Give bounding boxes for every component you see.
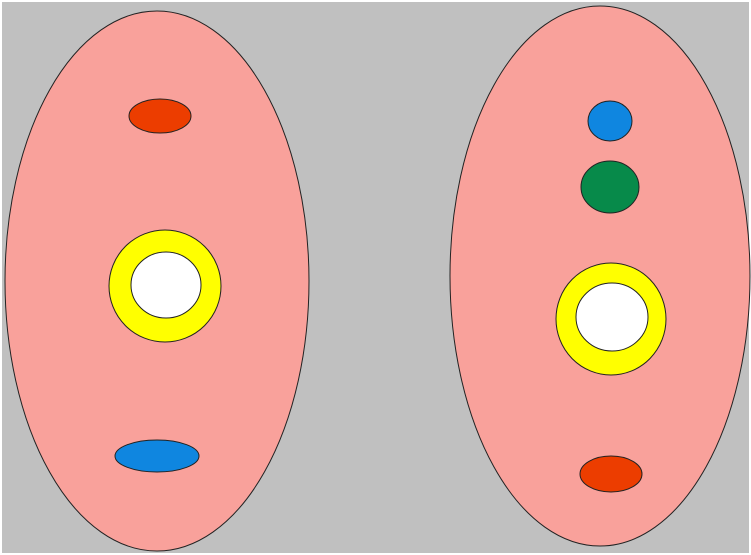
right-cell-green-dot — [580, 160, 640, 214]
right-cell-white-disc — [575, 282, 649, 352]
left-cell-blue-oval — [114, 439, 200, 473]
right-cell — [449, 5, 751, 547]
left-cell-red-oval — [128, 98, 192, 134]
left-cell — [4, 10, 310, 552]
left-cell-white-disc — [130, 251, 202, 319]
right-cell-blue-dot — [587, 100, 633, 142]
right-cell-red-oval — [579, 455, 643, 493]
